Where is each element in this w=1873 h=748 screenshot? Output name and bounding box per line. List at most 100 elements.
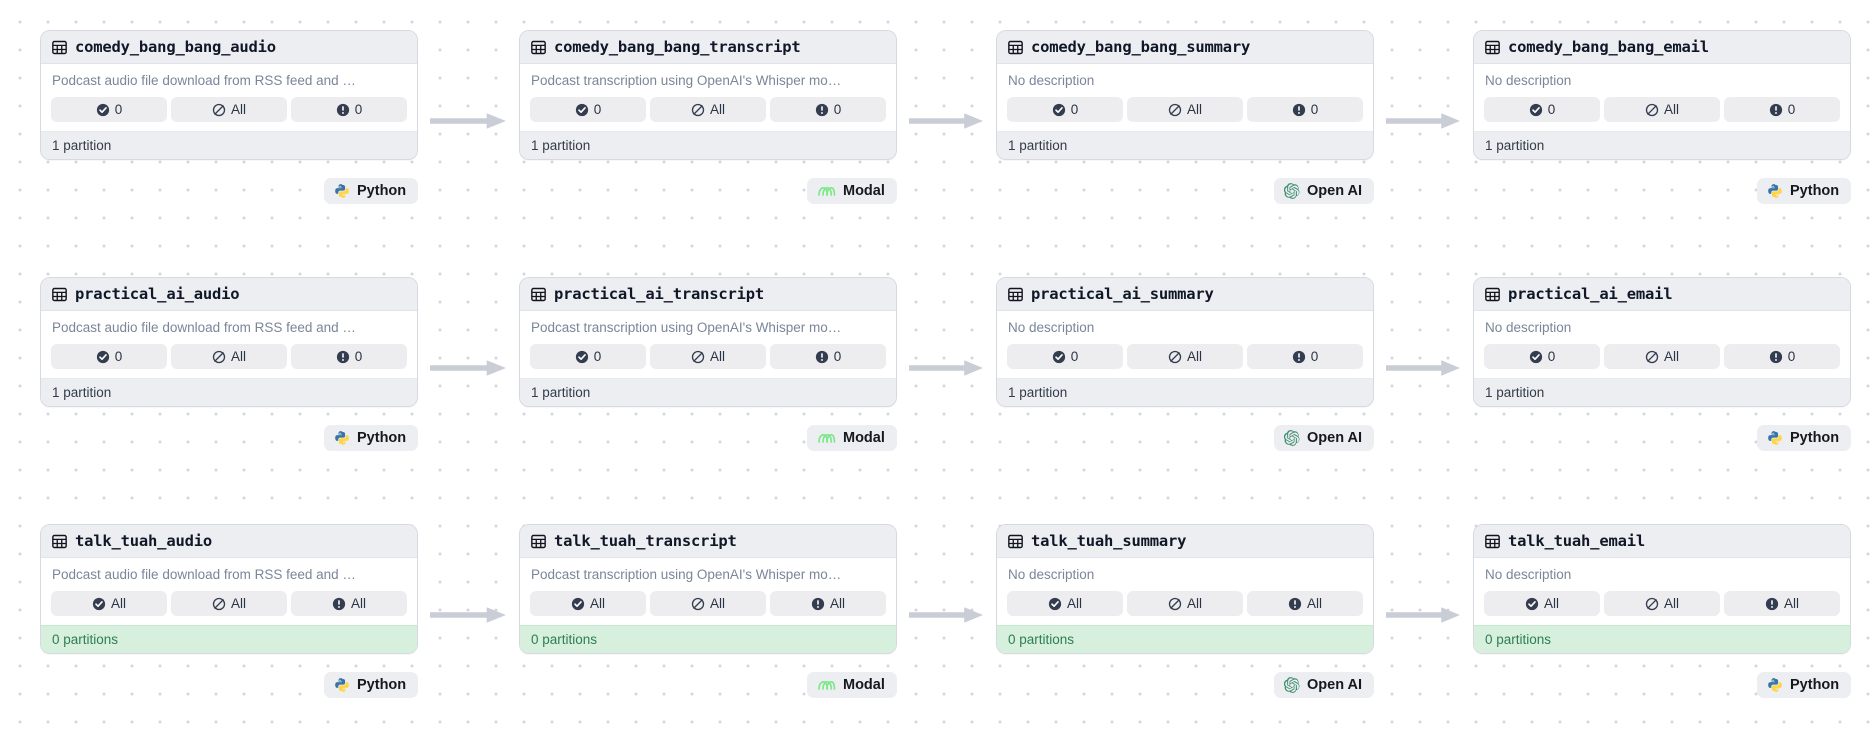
exclamation-circle-icon (815, 350, 829, 364)
asset-card-header[interactable]: practical_ai_email (1474, 278, 1850, 311)
asset-status-pill[interactable]: 0 (530, 97, 646, 122)
tech-badge[interactable]: Python (324, 425, 419, 451)
tech-badge[interactable]: Modal (807, 178, 897, 204)
tech-badge[interactable]: Python (1757, 425, 1852, 451)
asset-status-pill[interactable]: 0 (291, 97, 407, 122)
asset-card-header[interactable]: practical_ai_transcript (520, 278, 896, 311)
asset-status-pill[interactable]: All (1127, 97, 1243, 122)
asset-status-pill[interactable]: All (1484, 591, 1600, 616)
tech-badge-label: Modal (843, 676, 885, 693)
asset-status-pill[interactable]: All (1127, 591, 1243, 616)
asset-partition-footer[interactable]: 0 partitions (41, 625, 417, 653)
asset-status-pill[interactable]: 0 (1007, 344, 1123, 369)
asset-status-pill[interactable]: All (1604, 97, 1720, 122)
asset-status-pill[interactable]: 0 (770, 97, 886, 122)
asset-partition-footer[interactable]: 1 partition (41, 378, 417, 406)
asset-status-pill[interactable]: All (171, 591, 287, 616)
asset-card-header[interactable]: practical_ai_audio (41, 278, 417, 311)
asset-status-pill[interactable]: 0 (1247, 97, 1363, 122)
asset-card-header[interactable]: comedy_bang_bang_summary (997, 31, 1373, 64)
asset-status-pill[interactable]: 0 (530, 344, 646, 369)
asset-card-header[interactable]: talk_tuah_audio (41, 525, 417, 558)
asset-partition-footer[interactable]: 1 partition (997, 378, 1373, 406)
asset-status-pill[interactable]: 0 (770, 344, 886, 369)
tech-badge[interactable]: Open AI (1274, 178, 1375, 204)
asset-status-pill[interactable]: All (1247, 591, 1363, 616)
asset-partition-footer[interactable]: 1 partition (1474, 378, 1850, 406)
tech-badge[interactable]: Python (324, 178, 419, 204)
asset-status-pill[interactable]: 0 (291, 344, 407, 369)
asset-status-pill[interactable]: All (1724, 591, 1840, 616)
asset-status-pill[interactable]: All (1127, 344, 1243, 369)
asset-status-pill[interactable]: All (530, 591, 646, 616)
slash-circle-icon (212, 350, 226, 364)
asset-card-header[interactable]: talk_tuah_transcript (520, 525, 896, 558)
asset-card-header[interactable]: practical_ai_summary (997, 278, 1373, 311)
asset-status-pill[interactable]: All (1604, 591, 1720, 616)
asset-partition-footer[interactable]: 0 partitions (997, 625, 1373, 653)
asset-status-pill[interactable]: 0 (1247, 344, 1363, 369)
exclamation-circle-icon (811, 597, 825, 611)
asset-status-pill[interactable]: All (291, 591, 407, 616)
asset-status-pill[interactable]: 0 (1724, 97, 1840, 122)
asset-partition-footer[interactable]: 1 partition (520, 378, 896, 406)
asset-status-pill[interactable]: All (650, 591, 766, 616)
asset-status-pill[interactable]: 0 (51, 97, 167, 122)
asset-partition-footer[interactable]: 1 partition (1474, 131, 1850, 159)
slash-circle-icon (691, 597, 705, 611)
tech-badge-label: Python (357, 429, 407, 446)
asset-card-header[interactable]: comedy_bang_bang_transcript (520, 31, 896, 64)
asset-partition-footer[interactable]: 1 partition (997, 131, 1373, 159)
tech-badge[interactable]: Python (1757, 178, 1852, 204)
asset-card-header[interactable]: comedy_bang_bang_email (1474, 31, 1850, 64)
edge-arrow (1386, 359, 1461, 377)
asset-card-header[interactable]: talk_tuah_summary (997, 525, 1373, 558)
asset-status-pill[interactable]: 0 (1007, 97, 1123, 122)
asset-status-pill[interactable]: All (650, 344, 766, 369)
table-icon (52, 287, 67, 302)
tech-badge[interactable]: Open AI (1274, 672, 1375, 698)
asset-partition-footer[interactable]: 0 partitions (520, 625, 896, 653)
tech-badge[interactable]: Modal (807, 425, 897, 451)
tech-badge[interactable]: Python (1757, 672, 1852, 698)
asset-status-pill[interactable]: All (650, 97, 766, 122)
tech-badge[interactable]: Python (324, 672, 419, 698)
modal-icon (817, 432, 836, 445)
asset-partition-footer[interactable]: 1 partition (520, 131, 896, 159)
asset-partition-footer[interactable]: 0 partitions (1474, 625, 1850, 653)
asset-status-pill[interactable]: All (171, 97, 287, 122)
asset-status-pill[interactable]: 0 (1724, 344, 1840, 369)
asset-status-value: All (709, 596, 725, 611)
asset-status-pill[interactable]: All (1604, 344, 1720, 369)
asset-card-header[interactable]: comedy_bang_bang_audio (41, 31, 417, 64)
tech-badge[interactable]: Modal (807, 672, 897, 698)
asset-description: Podcast transcription using OpenAI's Whi… (531, 320, 842, 335)
asset-status-pill[interactable]: All (1007, 591, 1123, 616)
asset-partition-footer[interactable]: 1 partition (41, 131, 417, 159)
asset-card-header[interactable]: talk_tuah_email (1474, 525, 1850, 558)
exclamation-circle-icon (1769, 350, 1783, 364)
tech-badge[interactable]: Open AI (1274, 425, 1375, 451)
asset-status-pill[interactable]: 0 (1484, 97, 1600, 122)
asset-status-pill[interactable]: 0 (51, 344, 167, 369)
asset-status-pill[interactable]: 0 (1484, 344, 1600, 369)
slash-circle-icon (691, 103, 705, 117)
asset-status-pill[interactable]: All (770, 591, 886, 616)
edge-arrow (1386, 112, 1461, 130)
asset-status-pill[interactable]: All (51, 591, 167, 616)
asset-status-pill[interactable]: All (171, 344, 287, 369)
